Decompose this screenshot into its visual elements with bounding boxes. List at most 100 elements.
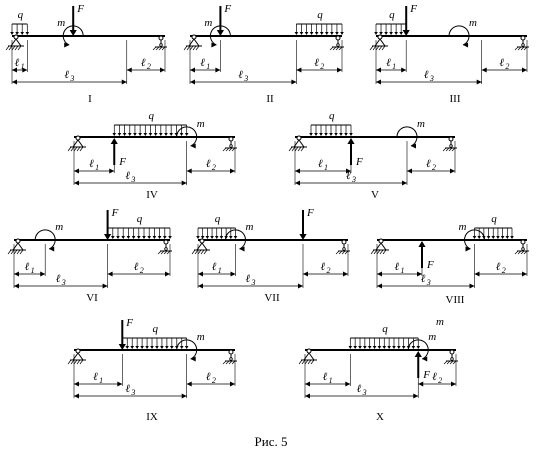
dimension-arrow-left [303, 271, 308, 277]
moment-m: m [407, 331, 436, 362]
load-q-label: q [317, 9, 323, 21]
pin-support [370, 238, 389, 255]
length-subscript: 1 [99, 376, 103, 385]
roller-wheel [159, 43, 163, 47]
distributed-load-q: q [309, 110, 353, 136]
load-arrow-head [164, 133, 168, 136]
pin-joint [199, 238, 205, 244]
load-arrow-head [229, 236, 233, 239]
moment-m-label: m [459, 221, 467, 233]
dimension-arrow-right [22, 67, 28, 73]
load-arrow-head [319, 32, 324, 35]
ground-hatch [152, 46, 157, 51]
load-arrow-head [126, 236, 131, 239]
length-symbol: ℓ [134, 261, 139, 273]
ground-hatch [195, 45, 200, 51]
length-symbol: ℓ [314, 57, 319, 69]
roller-wheel [342, 247, 346, 251]
force-F-label: F [223, 3, 231, 15]
dimension-arrow-right [215, 67, 221, 73]
moment-arc [34, 229, 56, 250]
ground-hatch [442, 147, 447, 152]
length-symbol: ℓ [56, 273, 61, 285]
load-arrow-head [374, 32, 378, 35]
force-F: F [216, 3, 231, 36]
ground-hatch [194, 249, 199, 255]
load-arrow-head [340, 32, 344, 35]
length-symbol: ℓ [206, 371, 211, 383]
length-symbol: ℓ [93, 371, 98, 383]
ground-hatch [231, 147, 236, 152]
ground-hatch [329, 46, 334, 51]
scheme-numeral: V [371, 189, 379, 201]
load-arrow-head [325, 32, 329, 35]
load-arrow-head [394, 32, 398, 35]
ground-hatch [166, 250, 171, 255]
force-F-label: F [76, 3, 84, 15]
length-symbol: ℓ [89, 158, 94, 170]
load-arrow-head [131, 236, 136, 239]
load-arrow-head [397, 346, 401, 349]
roller-joint [341, 239, 347, 245]
dimension-arrow-left [296, 67, 302, 73]
load-arrow-head [416, 346, 421, 349]
length-subscript: 2 [320, 62, 324, 71]
pin-joint [377, 34, 383, 40]
ground-hatch [520, 250, 525, 255]
load-arrow-head [117, 133, 122, 136]
ground-hatch [297, 146, 302, 152]
force-arrow-head [299, 234, 307, 240]
ground-hatch [192, 45, 197, 51]
dimension-arrow-right [121, 79, 127, 85]
ground-hatch [370, 249, 375, 255]
moment-arrow-head [190, 356, 196, 362]
length-symbol: ℓ [386, 57, 391, 69]
load-q-label: q [153, 323, 159, 335]
load-arrow-head [184, 133, 189, 136]
load-arrow-head [491, 236, 496, 239]
load-arrow-head [324, 133, 328, 136]
load-arrow-head [155, 346, 159, 349]
ground-hatch [79, 146, 84, 152]
dimension-arrow-right [522, 271, 527, 277]
length-symbol: ℓ [323, 371, 328, 383]
length-symbol: ℓ [499, 57, 504, 69]
roller-joint [448, 136, 454, 142]
load-q-label: q [215, 213, 221, 225]
roller-wheel [164, 247, 168, 251]
ground-hatch [191, 249, 196, 255]
pin-triangle [10, 38, 22, 47]
dimension-arrow-right [40, 271, 46, 277]
moment-m-label: m [469, 17, 477, 29]
ground-hatch [291, 146, 296, 152]
length-subscript: 2 [212, 376, 216, 385]
load-arrow-head [309, 133, 313, 136]
ground-hatch [155, 46, 160, 51]
length-subscript: 2 [327, 266, 331, 275]
ground-hatch [19, 249, 24, 255]
ground-hatch [73, 146, 78, 152]
dimension-arrow-left [126, 67, 132, 73]
length-subscript: 2 [212, 163, 216, 172]
ground-hatch [335, 46, 340, 51]
roller-support [442, 136, 457, 152]
moment-arrow-head [465, 246, 471, 252]
length-symbol: ℓ [424, 69, 429, 81]
dimension-arrow-left [418, 381, 424, 387]
ground-hatch [79, 359, 84, 365]
ground-hatch [517, 46, 522, 51]
force-F: F [402, 3, 417, 36]
